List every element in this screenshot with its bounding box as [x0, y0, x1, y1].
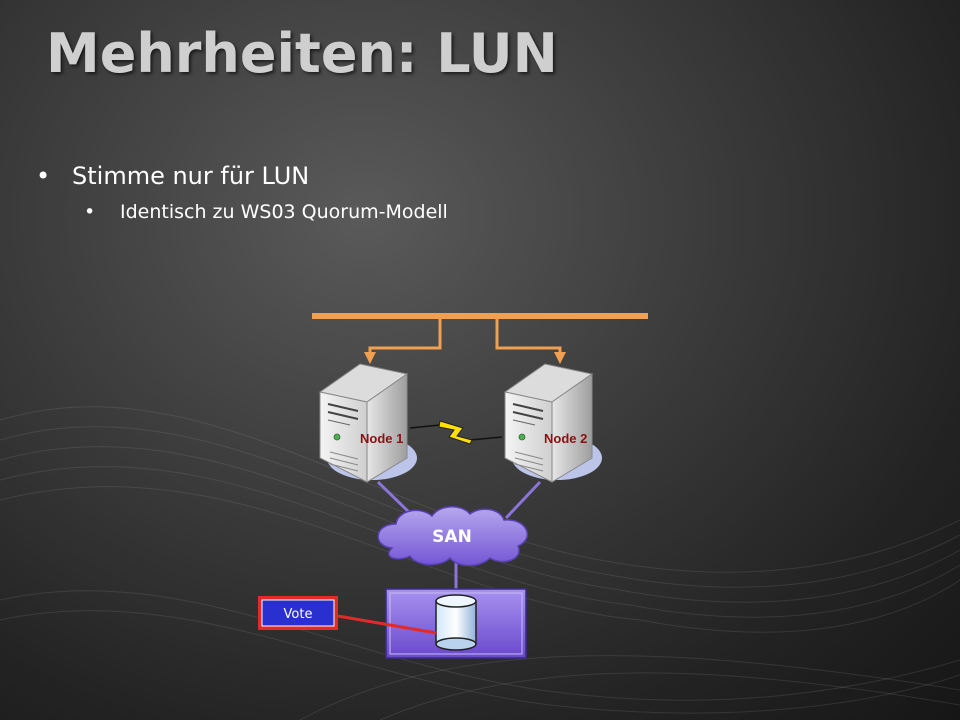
lun-disk-icon — [435, 594, 477, 651]
san-label: SAN — [432, 527, 472, 547]
slide-title: Mehrheiten: LUN — [46, 22, 558, 85]
vote-connector — [337, 614, 437, 635]
bullet-dot: • — [84, 201, 96, 223]
node-2-label: Node 2 — [544, 431, 587, 446]
san-cloud-icon — [377, 506, 529, 567]
bullet-item-1: • Stimme nur für LUN — [36, 158, 448, 198]
bullet-dot: • — [36, 162, 51, 190]
network-bus — [312, 313, 648, 364]
bullet-item-2: • Identisch zu WS03 Quorum-Modell — [84, 198, 448, 230]
bullet-text-2: Identisch zu WS03 Quorum-Modell — [120, 201, 448, 223]
vote-label: Vote — [284, 607, 313, 622]
vote-badge — [258, 596, 338, 630]
node-1-server-icon — [318, 363, 417, 483]
node-2-server-icon — [503, 363, 602, 483]
bullet-list: • Stimme nur für LUN • Identisch zu WS03… — [36, 158, 448, 230]
heartbeat-lightning-icon — [409, 420, 503, 445]
bullet-text-1: Stimme nur für LUN — [72, 162, 310, 190]
node-1-label: Node 1 — [360, 431, 403, 446]
